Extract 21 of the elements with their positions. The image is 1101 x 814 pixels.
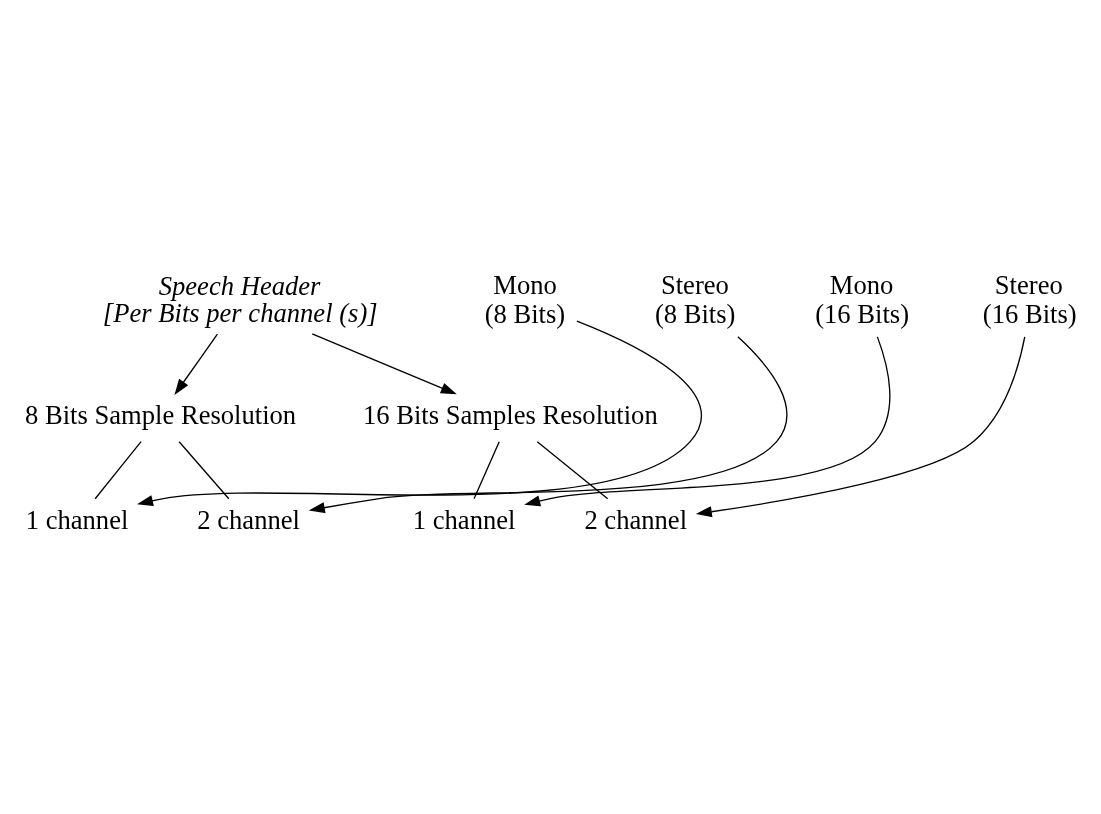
node-text: Stereo (8 Bits) (654, 269, 736, 330)
node-text: 2 channel (584, 505, 688, 536)
node-text: 1 channel (412, 505, 516, 536)
arrow (308, 336, 788, 514)
arrow (695, 336, 1026, 518)
arrow (311, 333, 457, 395)
connector (473, 441, 500, 500)
node-text: Mono (8 Bits) (484, 269, 566, 330)
connector (94, 441, 142, 500)
node-text: Mono (16 Bits) (815, 269, 910, 330)
connector (536, 441, 609, 500)
node-text: 2 channel (197, 505, 300, 536)
arrow (524, 336, 891, 507)
arrow (174, 333, 219, 395)
connector (178, 441, 230, 500)
node-text: 16 Bits Samples Resolution (362, 400, 658, 431)
node-text: 1 channel (25, 505, 129, 536)
node-text: Speech Header [Per Bits per channel (s)] (102, 271, 378, 328)
node-text: 8 Bits Sample Resolution (25, 400, 297, 431)
node-text: Stereo (16 Bits) (982, 269, 1077, 330)
arrow (137, 320, 703, 507)
